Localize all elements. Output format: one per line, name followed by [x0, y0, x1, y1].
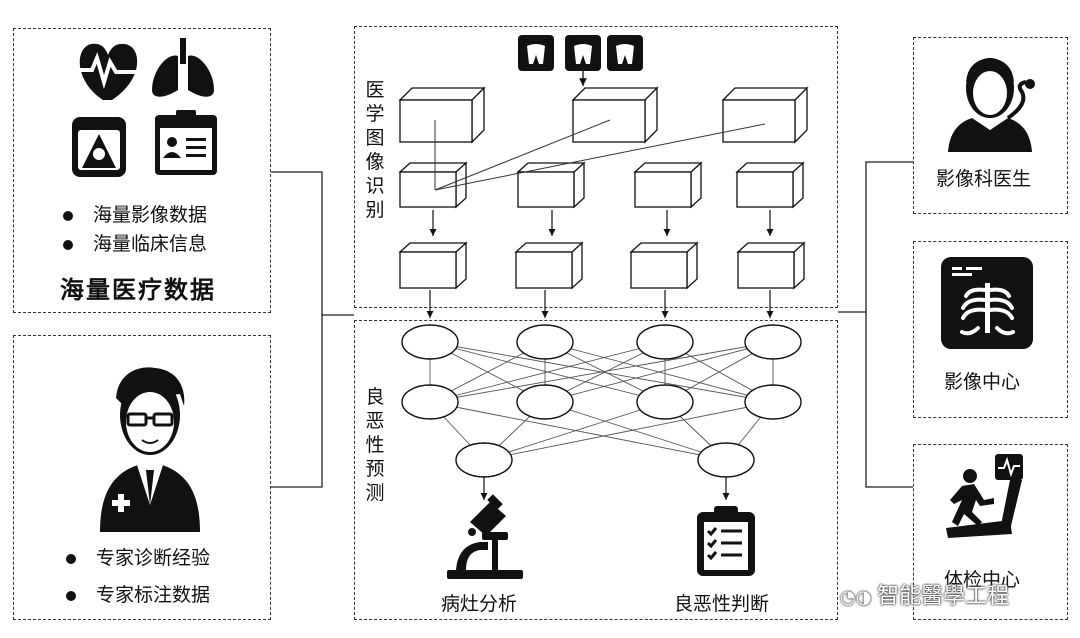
- feature-cuboids: [398, 86, 809, 290]
- microscope-icon: [447, 494, 523, 579]
- bullet-item-image-data: 海量影像数据: [63, 200, 207, 227]
- malignancy-judgement-label: 良恶性判断: [674, 593, 770, 615]
- bullet-label: 海量临床信息: [93, 233, 208, 255]
- malignancy-prediction-label: 良恶性预测: [365, 386, 385, 504]
- treadmill-runner-icon: [946, 454, 1023, 538]
- health-checkup-label: 体检中心: [944, 569, 1021, 591]
- dental-xray-icon: [607, 35, 643, 71]
- connector-lines: [271, 161, 913, 488]
- watermark-text: 智能醫學工程: [877, 584, 1010, 609]
- doctor-icon: [100, 367, 200, 532]
- output-arrows: [480, 477, 730, 500]
- cnn-arrows: [426, 210, 774, 318]
- nn-edges: [429, 341, 774, 461]
- ultrasound-image-icon: [72, 117, 126, 177]
- wechat-icon: ◔◑: [840, 587, 878, 608]
- xray-ribcage-icon: [941, 257, 1033, 349]
- bullet-item-expert-annotation: 专家标注数据: [66, 580, 210, 607]
- bullet-label: 专家标注数据: [96, 584, 211, 606]
- bullet-dot: [66, 590, 76, 601]
- id-card-icon: [155, 110, 217, 175]
- bullet-dot: [66, 553, 76, 564]
- doctor-stethoscope-icon: [948, 58, 1035, 152]
- malignancy-prediction-panel: [354, 320, 838, 620]
- image-recognition-label: 医学图像识别: [365, 79, 385, 221]
- medical-data-panel: [13, 28, 271, 313]
- bullet-item-expert-experience: 专家诊断经验: [66, 543, 210, 570]
- bullet-label: 海量影像数据: [93, 204, 208, 226]
- dental-xray-icons: [518, 35, 643, 86]
- nn-nodes: [401, 324, 802, 478]
- watermark: ◔◑ 智能醫學工程: [840, 578, 1009, 610]
- checklist-clipboard-icon: [697, 506, 755, 576]
- dental-xray-icon: [565, 35, 601, 71]
- bullet-dot: [63, 210, 73, 221]
- imaging-center-label: 影像中心: [944, 371, 1021, 393]
- lesion-analysis-label: 病灶分析: [441, 593, 518, 615]
- lungs-icon: [152, 38, 214, 97]
- panel-title: 海量医疗数据: [60, 276, 216, 304]
- bullet-dot: [63, 239, 73, 250]
- heart-pulse-icon: [79, 43, 138, 100]
- bullet-item-clinical-info: 海量临床信息: [63, 229, 207, 256]
- dental-xray-icon: [518, 35, 554, 71]
- bullet-label: 专家诊断经验: [96, 547, 211, 569]
- radiologist-label: 影像科医生: [936, 168, 1032, 190]
- kernel-lines: [434, 119, 766, 191]
